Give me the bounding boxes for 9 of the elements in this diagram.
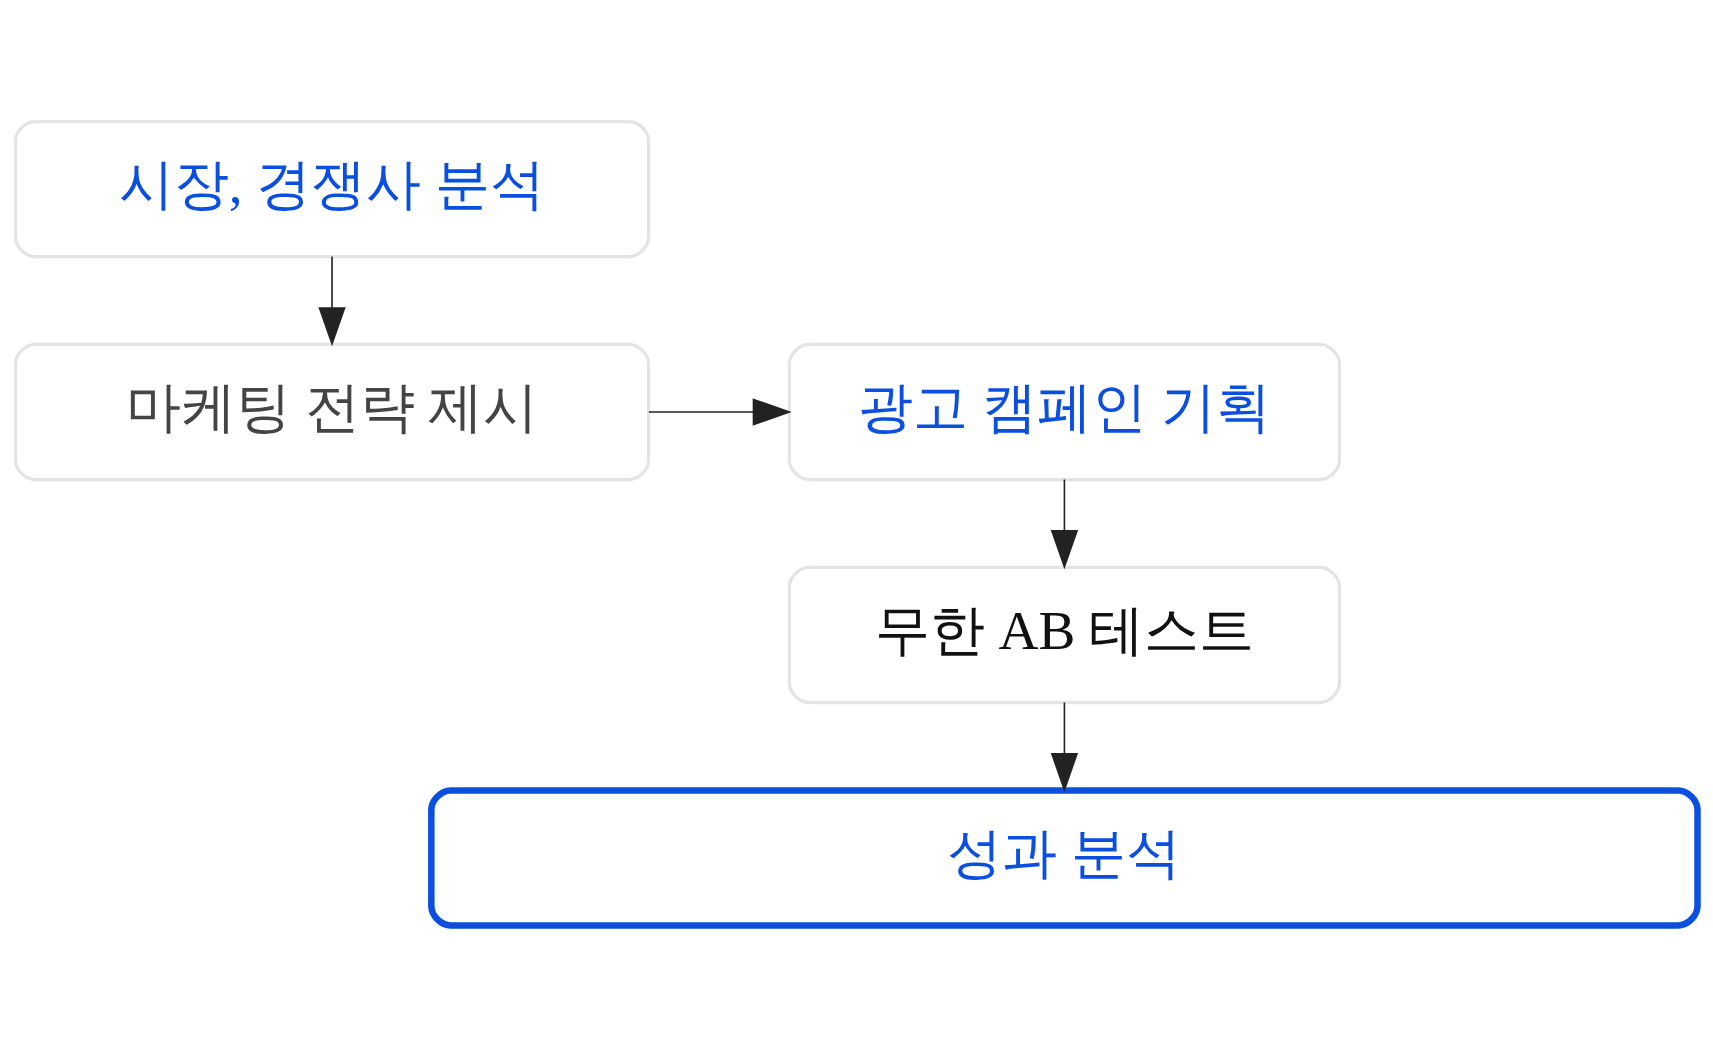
arrow	[1050, 701, 1079, 793]
arrow	[1050, 478, 1079, 570]
node-box: 마케팅 전략 제시	[13, 342, 651, 482]
arrow	[648, 398, 792, 426]
node-box: 성과 분석	[428, 787, 1701, 929]
arrow	[318, 255, 346, 347]
node-box: 광고 캠페인 기획	[787, 342, 1342, 482]
node-box: 시장, 경쟁사 분석	[13, 119, 651, 259]
node-box: 무한 AB 테스트	[787, 565, 1342, 705]
